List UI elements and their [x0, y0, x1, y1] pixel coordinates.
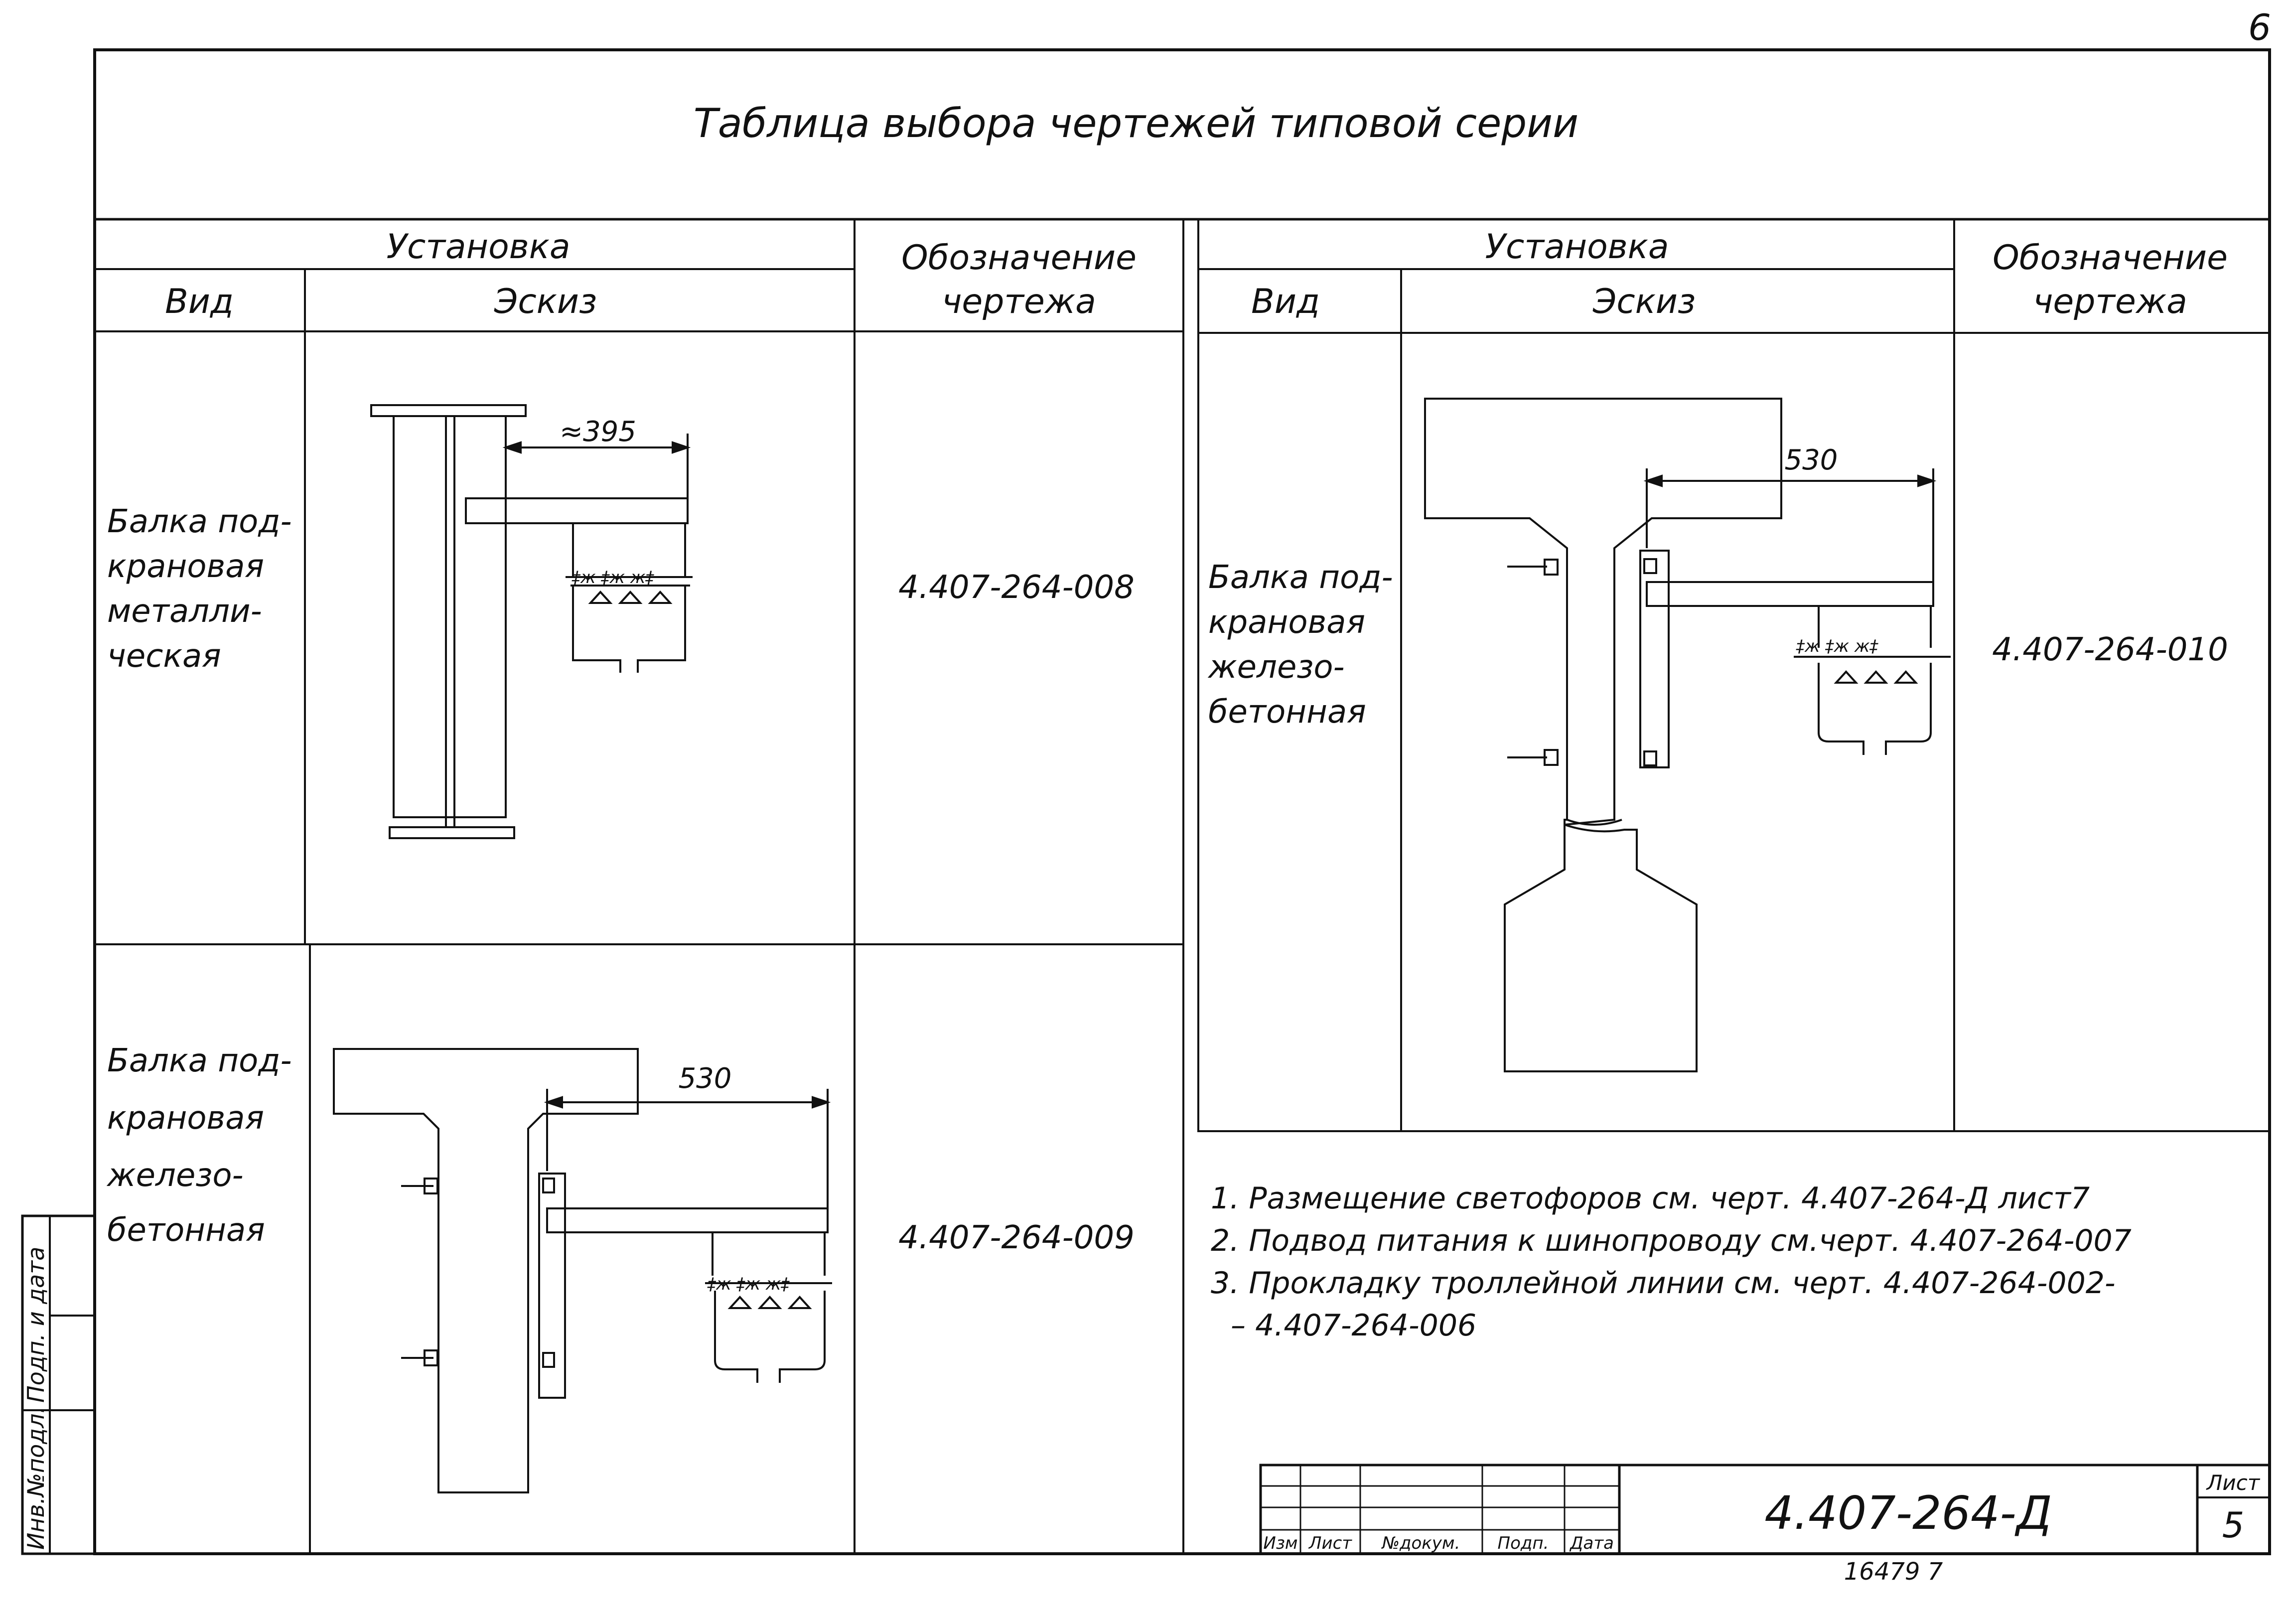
- note-3: 3. Прокладку троллейной линии см. черт. …: [1211, 1266, 2116, 1301]
- note-2: 2. Подвод питания к шинопроводу см.черт.…: [1211, 1223, 2132, 1258]
- svg-text:ческая: ческая: [107, 638, 221, 675]
- tb-sheet-number: 5: [2222, 1505, 2245, 1546]
- svg-text:‡ж ‡ж ж‡: ‡ж ‡ж ж‡: [572, 568, 655, 588]
- left-row2-view: Балка под- крановая железо- бетонная: [106, 1042, 292, 1249]
- right-row1-drawing-number: 4.407-264-010: [1992, 631, 2228, 668]
- tb-col-doc: №докум.: [1381, 1533, 1460, 1553]
- outer-frame: [93, 48, 2271, 1555]
- left-row2-drawing-number: 4.407-264-009: [898, 1219, 1135, 1256]
- tb-col-sign: Подп.: [1498, 1533, 1549, 1553]
- svg-text:крановая: крановая: [107, 548, 264, 585]
- side-stamp-inv-no: Инв.№подл.: [22, 1406, 49, 1550]
- right-sketch-header: Эскиз: [1592, 282, 1696, 321]
- left-row1-view: Балка под- крановая металли- ческая: [107, 503, 292, 675]
- svg-text:металли-: металли-: [107, 593, 262, 630]
- notes: 1. Размещение светофоров см. черт. 4.407…: [1211, 1181, 2132, 1343]
- left-designation-header-1: Обозначение: [901, 238, 1137, 278]
- tb-designation: 4.407-264-Д: [1764, 1486, 2052, 1540]
- archive-number: 16479 7: [1844, 1558, 1943, 1586]
- tb-col-list: Лист: [1308, 1533, 1352, 1553]
- svg-text:крановая: крановая: [1208, 604, 1365, 641]
- svg-text:Балка под-: Балка под-: [107, 503, 292, 540]
- svg-text:крановая: крановая: [107, 1100, 264, 1137]
- sketch-concrete-left-dimension: 530: [679, 1062, 732, 1095]
- right-installation-header: Установка: [1485, 227, 1669, 267]
- left-designation-header-2: чертежа: [942, 282, 1096, 321]
- sketch-metal-beam: ‡ж ‡ж ж‡: [370, 404, 693, 839]
- sheet-corner-number: 6: [2248, 6, 2271, 48]
- tb-col-izm: Изм: [1263, 1533, 1297, 1553]
- note-1: 1. Размещение светофоров см. черт. 4.407…: [1211, 1181, 2090, 1216]
- right-row1-view: Балка под- крановая железо- бетонная: [1207, 559, 1393, 731]
- left-table: [95, 219, 1184, 1554]
- svg-text:‡ж ‡ж ж‡: ‡ж ‡ж ж‡: [707, 1274, 790, 1294]
- sketch-concrete-beam-right: ‡ж ‡ж ж‡: [1424, 398, 1951, 1072]
- svg-text:бетонная: бетонная: [1208, 694, 1366, 731]
- left-installation-header: Установка: [387, 227, 571, 267]
- svg-text:‡ж ‡ж ж‡: ‡ж ‡ж ж‡: [1796, 636, 1879, 656]
- title-block: [1259, 1464, 2271, 1555]
- svg-text:железо-: железо-: [106, 1157, 244, 1194]
- svg-text:Балка под-: Балка под-: [107, 1042, 292, 1079]
- left-view-header: Вид: [165, 282, 234, 321]
- right-designation-header-1: Обозначение: [1993, 238, 2228, 278]
- side-stamp-sign-date: Подп. и дата: [22, 1247, 49, 1403]
- sketch-concrete-right-dimension: 530: [1785, 444, 1838, 476]
- tb-sheet-label: Лист: [2206, 1471, 2261, 1495]
- right-view-header: Вид: [1251, 282, 1320, 321]
- svg-text:бетонная: бетонная: [107, 1212, 265, 1249]
- svg-text:железо-: железо-: [1207, 649, 1345, 686]
- sketch-metal-dimension: ≈395: [560, 416, 636, 448]
- left-sketch-header: Эскиз: [494, 282, 597, 321]
- tb-col-date: Дата: [1569, 1533, 1614, 1553]
- svg-text:Балка под-: Балка под-: [1208, 559, 1393, 596]
- side-stamp: Инв.№подл. Подп. и дата: [21, 1214, 96, 1555]
- sketch-concrete-beam-left: ‡ж ‡ж ж‡: [333, 1048, 832, 1493]
- page-title: Таблица выбора чертежей типовой серии: [694, 100, 1578, 147]
- left-row1-drawing-number: 4.407-264-008: [898, 569, 1135, 606]
- right-table: [1197, 218, 2271, 1132]
- right-designation-header-2: чертежа: [2033, 282, 2187, 321]
- note-4: – 4.407-264-006: [1231, 1308, 1476, 1343]
